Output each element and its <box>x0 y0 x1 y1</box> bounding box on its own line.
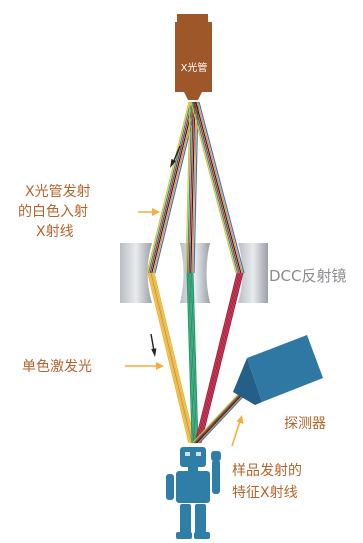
dcc-mirror-left <box>120 243 152 303</box>
beam-ray <box>191 101 197 274</box>
beam-ray <box>153 272 196 444</box>
annotation-detector: 探测器 <box>284 416 326 432</box>
beam-ray <box>190 272 198 444</box>
beam-ray <box>151 272 195 444</box>
annotation-sample-line2: 特征X射线 <box>232 485 298 501</box>
sample-head <box>180 447 206 467</box>
tube-body <box>175 14 212 100</box>
mono-beam-green <box>186 272 199 444</box>
mono-beam-yellow <box>147 272 196 444</box>
fluorescence-beam <box>192 392 247 444</box>
beam-ray <box>187 272 195 444</box>
mono-beam-red <box>194 272 244 444</box>
beam-ray <box>192 101 239 274</box>
detector-body <box>247 335 323 402</box>
beam-ray <box>190 101 196 274</box>
annotation-sample-line1: 样品发射的 <box>232 463 302 479</box>
beam-ray <box>192 272 199 444</box>
beam-ray <box>147 272 190 444</box>
annotation-incident-line2: 的白色入射 <box>18 203 88 220</box>
annotation-incident-line1: X光管发射 <box>25 184 91 200</box>
beam-ray <box>193 101 240 274</box>
x-ray-tube: X光管 <box>175 14 212 100</box>
annotation-mono: 单色激发光 <box>22 358 92 375</box>
beam-ray <box>146 101 190 274</box>
beam-ray <box>148 101 192 274</box>
beam-ray <box>149 101 193 274</box>
dcc-mirror-right <box>238 243 268 303</box>
beam-ray <box>186 272 193 444</box>
beam-ray <box>152 101 196 274</box>
incident-beam-right <box>190 101 245 274</box>
beam-ray <box>192 392 240 444</box>
beam-ray <box>187 101 193 274</box>
beam-ray <box>197 392 246 444</box>
incident-beam-center <box>185 101 199 274</box>
detector-face <box>233 358 262 405</box>
beam-ray <box>194 392 243 444</box>
annotation-incident-line3: X射线 <box>36 224 74 240</box>
beam-ray <box>188 101 194 274</box>
sample-torso <box>176 471 210 503</box>
beam-ray <box>197 272 241 444</box>
beam-ray <box>190 101 237 274</box>
beam-ray <box>193 101 199 274</box>
x-ray-beams <box>146 101 247 444</box>
beam-ray <box>185 101 191 274</box>
annotation-dcc: DCC反射镜 <box>269 267 347 285</box>
beam-ray <box>148 272 192 444</box>
arrow-icon <box>150 333 157 357</box>
beam-ray <box>151 101 195 274</box>
beam-ray <box>194 272 238 444</box>
arrow-icon <box>170 145 181 168</box>
beam-ray <box>154 101 198 274</box>
tube-label: X光管 <box>181 61 208 74</box>
sample-neck <box>188 467 198 471</box>
beam-ray <box>195 101 242 274</box>
beam-ray <box>189 272 196 444</box>
beam-ray <box>200 272 244 444</box>
incident-beam-left <box>146 101 198 274</box>
sample-figure <box>166 447 221 539</box>
beam-ray <box>196 392 245 444</box>
sample-left-leg <box>180 504 191 534</box>
beam-ray <box>199 392 247 444</box>
beam-ray <box>150 272 193 444</box>
beam-ray <box>196 101 243 274</box>
sample-right-leg <box>195 504 206 534</box>
beam-ray <box>195 272 240 444</box>
beam-ray <box>198 272 243 444</box>
sample-right-arm <box>212 460 220 494</box>
detector <box>233 335 323 405</box>
annotation-pointers <box>125 208 244 447</box>
sample-left-arm <box>166 474 174 500</box>
pointer-sample <box>231 420 241 447</box>
beam-ray <box>198 101 245 274</box>
beam-ray <box>193 392 242 444</box>
